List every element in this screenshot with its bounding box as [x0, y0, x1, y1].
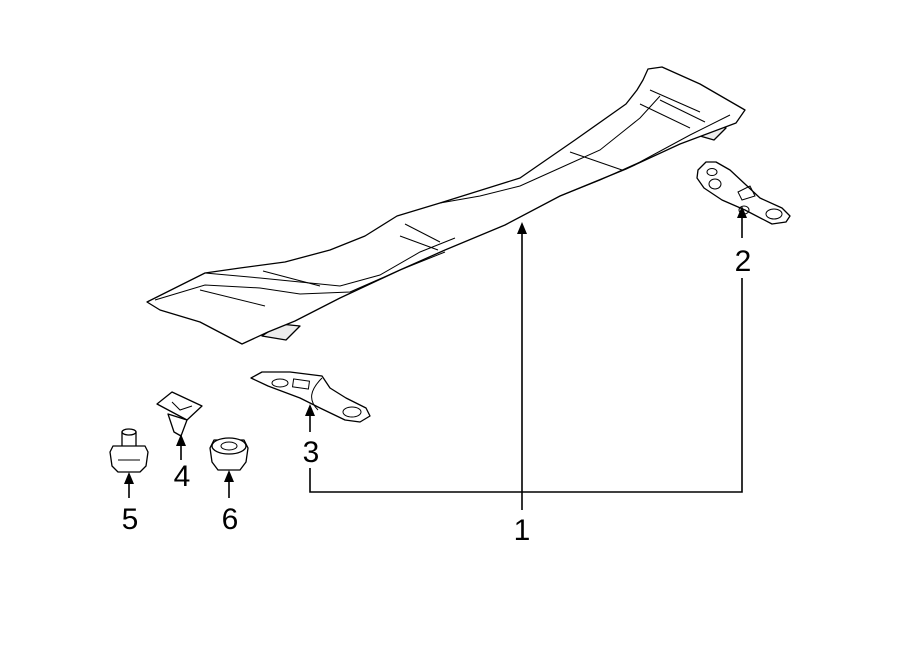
leader-lines: [124, 206, 747, 510]
arrow-part-5: [124, 472, 134, 484]
right-bracket-part[interactable]: [696, 161, 791, 225]
callout-1: 1: [514, 514, 531, 547]
callout-5: 5: [122, 503, 139, 536]
callout-6: 6: [222, 503, 239, 536]
callout-4: 4: [174, 460, 191, 493]
arrow-part-2: [737, 206, 747, 218]
left-bracket-part[interactable]: [250, 371, 371, 423]
clip-part[interactable]: [156, 391, 203, 437]
spoiler-part[interactable]: [146, 66, 746, 345]
arrow-part-4: [176, 434, 186, 446]
stud-bolt-part[interactable]: [109, 428, 149, 473]
nut-part[interactable]: [209, 437, 249, 471]
callout-2: 2: [735, 245, 752, 278]
arrow-part-3: [305, 404, 315, 416]
arrow-part-6: [224, 470, 234, 482]
arrow-part-1: [517, 222, 527, 234]
callout-3: 3: [303, 436, 320, 469]
